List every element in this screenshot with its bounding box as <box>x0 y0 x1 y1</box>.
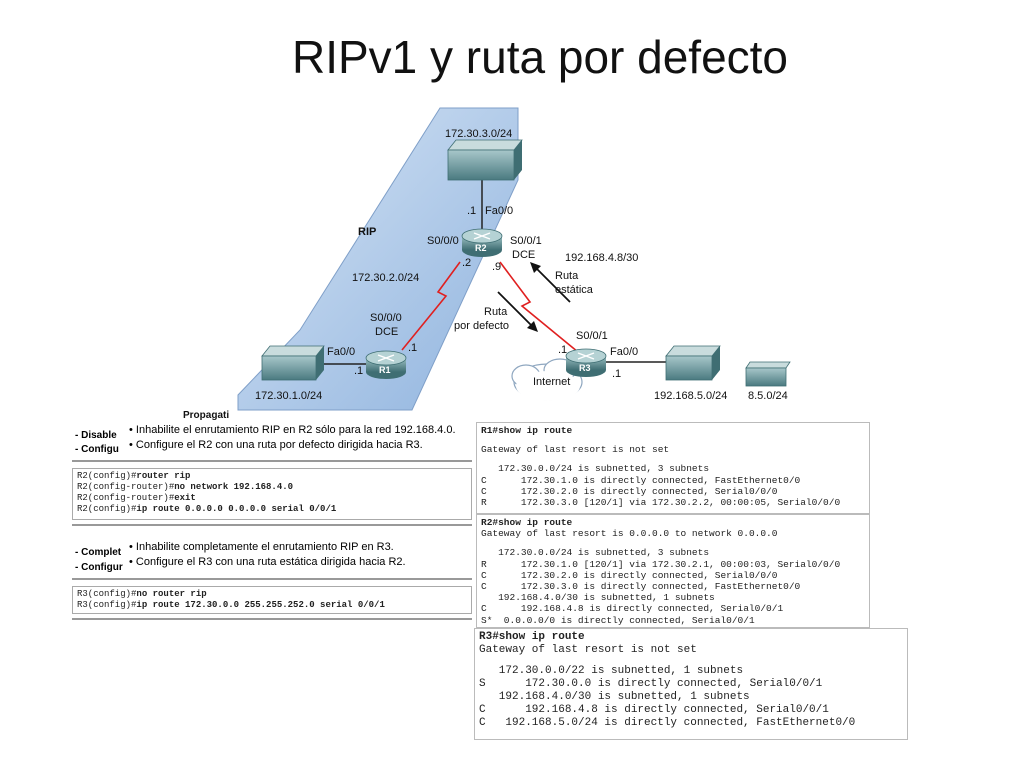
r3-config-line: R3(config)#ip route 172.30.0.0 255.255.2… <box>77 600 385 610</box>
divider <box>72 618 472 620</box>
r3-fa-ip-label: .1 <box>612 368 622 380</box>
wan-r2-r3-label: 192.168.4.8/30 <box>565 252 639 264</box>
serial-link-r2-r3 <box>499 261 579 353</box>
r3-route-gateway: Gateway of last resort is not set <box>479 644 697 656</box>
r3-config-line: R3(config)#no router rip <box>77 589 207 599</box>
r2-route-line: 172.30.0.0/24 is subnetted, 3 subnets <box>481 547 710 559</box>
default-route-arrow <box>497 291 533 327</box>
r2-bullet-1: • Inhabilite el enrutamiento RIP en R2 s… <box>129 424 456 436</box>
switch-r2-lan-icon <box>447 139 523 181</box>
r2-route-line: C 172.30.2.0 is directly connected, Seri… <box>481 569 778 581</box>
r2-s001-ip-label: .9 <box>492 261 502 273</box>
internet-label: Internet <box>533 376 571 388</box>
r3-prefix-2: - Configur <box>75 562 123 573</box>
switch-partial-icon <box>745 361 791 387</box>
default-route-label-2: por defecto <box>454 320 510 332</box>
r3-name-label: R3 <box>579 363 591 373</box>
switch-r1-lan-icon <box>261 345 325 381</box>
divider <box>72 460 472 462</box>
r2-route-line: C 192.168.4.8 is directly connected, Ser… <box>481 603 784 615</box>
r2-route-gateway: Gateway of last resort is 0.0.0.0 to net… <box>481 528 778 540</box>
default-route-label-1: Ruta <box>484 306 508 318</box>
r2-config-line: R2(config-router)#no network 192.168.4.0 <box>77 482 294 492</box>
r2-s000-label: S0/0/0 <box>427 235 459 247</box>
r1-route-gateway: Gateway of last resort is not set <box>481 444 670 456</box>
static-route-label-2: estática <box>555 284 593 296</box>
r2-config-line: R2(config-router)#exit <box>77 493 196 503</box>
net-r3-lan-cut-label: 8.5.0/24 <box>748 390 788 402</box>
r2-fa-port-label: Fa0/0 <box>485 205 514 217</box>
r1-route-line: R 172.30.3.0 [120/1] via 172.30.2.2, 00:… <box>481 496 841 508</box>
wan-r1-r2-label: 172.30.2.0/24 <box>352 272 420 284</box>
rip-domain-area <box>237 107 519 411</box>
r2-name-label: R2 <box>475 243 487 253</box>
r3-route-panel: R3#show ip route Gateway of last resort … <box>474 628 908 740</box>
r3-bullet-1: • Inhabilite completamente el enrutamien… <box>129 541 394 553</box>
switch-r3-lan-icon <box>665 345 721 381</box>
net-r3-lan-label: 192.168.5.0/24 <box>654 390 728 402</box>
rip-label: RIP <box>358 226 377 238</box>
r2-prefix-1: - Disable <box>75 430 117 441</box>
r2-route-line: 192.168.4.0/30 is subnetted, 1 subnets <box>481 592 715 604</box>
net-r2-lan-label: 172.30.3.0/24 <box>445 128 513 140</box>
r2-route-command: R2#show ip route <box>481 517 573 528</box>
r3-fa-port-label: Fa0/0 <box>610 346 639 358</box>
r3-route-line: C 192.168.4.8 is directly connected, Ser… <box>479 704 829 716</box>
r2-route-line: R 172.30.1.0 [120/1] via 172.30.2.1, 00:… <box>481 558 841 570</box>
router-r2-icon <box>461 228 503 257</box>
router-r1-icon <box>365 350 407 379</box>
r1-fa-ip-label: .1 <box>354 365 364 377</box>
r2-bullet-2: • Configure el R2 con una ruta por defec… <box>129 439 423 451</box>
router-r3-icon <box>565 348 607 377</box>
static-route-label-1: Ruta <box>555 270 579 282</box>
r3-bullet-2: • Configure el R3 con una ruta estática … <box>129 556 406 568</box>
r3-route-command: R3#show ip route <box>479 631 585 643</box>
divider <box>72 578 472 580</box>
r3-s001-label: S0/0/1 <box>576 330 608 342</box>
r2-dce-label: DCE <box>512 249 536 261</box>
r1-s000-ip-label: .1 <box>408 342 418 354</box>
r3-route-line: 192.168.4.0/30 is subnetted, 1 subnets <box>479 691 750 703</box>
r2-config-block: R2(config)#router rip R2(config-router)#… <box>72 468 472 520</box>
net-r1-lan-label: 172.30.1.0/24 <box>255 390 323 402</box>
r2-route-line: C 172.30.3.0 is directly connected, Fast… <box>481 580 801 592</box>
r3-route-line: C 192.168.5.0/24 is directly connected, … <box>479 717 856 729</box>
r1-route-line: C 172.30.1.0 is directly connected, Fast… <box>481 474 801 486</box>
propagate-cut-label: Propagati <box>183 410 230 421</box>
r3-config-block: R3(config)#no router rip R3(config)#ip r… <box>72 586 472 614</box>
r1-dce-label: DCE <box>375 326 399 338</box>
r3-s001-ip-label: .1 <box>558 344 568 356</box>
r1-route-line: C 172.30.2.0 is directly connected, Seri… <box>481 485 778 497</box>
r3-route-line: S 172.30.0.0 is directly connected, Seri… <box>479 678 823 690</box>
r2-route-line: S* 0.0.0.0/0 is directly connected, Seri… <box>481 614 755 626</box>
r1-fa-port-label: Fa0/0 <box>327 346 356 358</box>
r2-config-line: R2(config)#ip route 0.0.0.0 0.0.0.0 seri… <box>77 504 337 514</box>
r1-route-panel: R1#show ip route Gateway of last resort … <box>476 422 870 514</box>
r2-s001-label: S0/0/1 <box>510 235 542 247</box>
r2-s000-ip-label: .2 <box>462 257 472 269</box>
static-route-arrow <box>535 267 571 303</box>
r3-prefix-1: - Complet <box>75 547 122 558</box>
serial-link-r1-r2 <box>401 261 461 351</box>
r1-name-label: R1 <box>379 365 391 375</box>
r3-route-line: 172.30.0.0/22 is subnetted, 1 subnets <box>479 665 744 677</box>
r2-fa-ip-label: .1 <box>467 205 477 217</box>
r2-route-panel: R2#show ip route Gateway of last resort … <box>476 514 870 628</box>
slide-title: RIPv1 y ruta por defecto <box>291 31 789 83</box>
r1-route-line: 172.30.0.0/24 is subnetted, 3 subnets <box>481 463 710 475</box>
divider <box>72 524 472 526</box>
r2-prefix-2: - Configu <box>75 444 119 455</box>
r1-s000-label: S0/0/0 <box>370 312 402 324</box>
r2-config-line: R2(config)#router rip <box>77 471 191 481</box>
r1-route-command: R1#show ip route <box>481 425 573 436</box>
